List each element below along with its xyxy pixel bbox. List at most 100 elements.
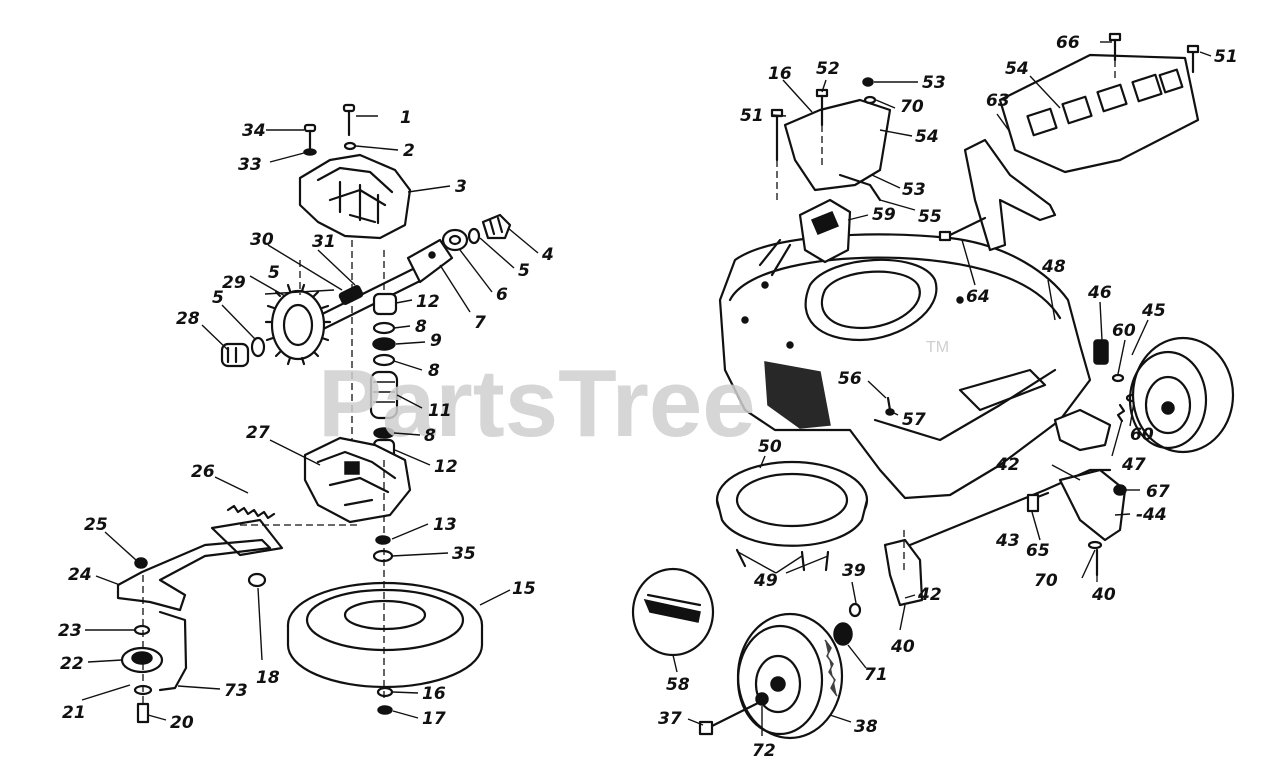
drive-gear-part-29 [264,283,332,366]
callout-17: 17 [422,709,446,729]
callout-16-right: 16 [768,64,792,84]
callout-13: 13 [433,515,457,535]
callout-55: 55 [918,207,942,227]
callout-51-right: 51 [1214,47,1238,67]
bolt-part-34 [303,123,317,150]
callout-45: 45 [1141,301,1166,321]
callout-43: 43 [995,531,1020,551]
callout-57: 57 [902,410,926,430]
rod-part-55 [838,173,882,202]
callout-71: 71 [864,665,888,685]
callout-72: 72 [752,741,776,761]
callout-8-top: 8 [415,317,427,337]
callout-48: 48 [1041,257,1066,277]
bolt-part-51-left [770,108,784,162]
nut-part-2 [343,141,357,151]
callout-70-top: 70 [900,97,924,117]
callout-53-top: 53 [922,73,946,93]
callout-27: 27 [246,423,270,443]
callout-18: 18 [256,668,280,688]
washer-part-35 [372,549,394,563]
callout-59: 59 [872,205,896,225]
callout-26: 26 [191,462,215,482]
handle-cover-part-54-upper [998,53,1200,174]
callout-31: 31 [312,232,336,252]
callout-54-upper: 54 [1005,59,1029,79]
callout-70-bottom: 70 [1034,571,1058,591]
callout-38: 38 [854,717,878,737]
callout-2: 2 [403,141,415,161]
washer-part-39 [848,602,862,618]
lower-gear-housing-part-27 [303,436,412,524]
handle-bracket-part-63 [963,138,1057,252]
callout-29: 29 [222,273,246,293]
bolt-part-66 [1108,32,1122,62]
leader-lines [81,41,1212,736]
callout-15: 15 [512,579,536,599]
watermark-trademark: TM [926,339,949,356]
nut-part-53-top [862,77,874,87]
washer-part-70-top [863,95,877,105]
callout-44: -44 [1136,505,1167,525]
callout-8-bottom: 8 [424,426,436,446]
washer-part-33 [303,148,317,156]
spring-part-26 [226,504,276,520]
spring-part-47 [1116,403,1126,423]
bolt-part-57 [885,396,895,416]
callout-5-right: 5 [518,261,530,281]
front-wheel-part-38 [736,612,844,740]
callout-53-bottom: 53 [902,180,926,200]
callout-12-upper: 12 [416,292,440,312]
callout-12-lower: 12 [434,457,458,477]
callout-22: 22 [60,654,84,674]
worm-gear-part-11 [369,370,399,420]
callout-21: 21 [62,703,86,723]
upper-gear-housing-part-3 [298,153,412,240]
callout-46: 46 [1087,283,1112,303]
callout-11: 11 [428,401,452,421]
drive-pulley-part-15 [286,581,484,689]
callout-24: 24 [68,565,92,585]
callout-51-left: 51 [740,106,764,126]
washer-part-13 [375,535,391,545]
hubcap-part-58 [631,567,715,657]
callout-40-right: 40 [1091,585,1116,605]
height-adjuster-part-46 [1093,339,1109,365]
callout-28: 28 [176,309,200,329]
callout-3: 3 [455,177,467,197]
callout-65: 65 [1026,541,1050,561]
bushing-part-12-upper [372,292,398,316]
rear-axle-assembly [883,408,1127,607]
screws-part-49 [735,548,830,572]
nut-part-67 [1113,484,1127,496]
callout-66: 66 [1056,33,1080,53]
callout-54-lower: 54 [915,127,939,147]
bolt-part-51-right [1186,44,1200,74]
washer-part-72 [755,692,769,706]
idler-arm-part-24 [116,518,284,692]
callout-7: 7 [474,313,486,333]
spacer-part-65 [1026,493,1040,513]
washer-part-16-left [376,686,394,698]
bushing-part-28 [220,342,250,368]
knob-part-4 [481,213,512,240]
callout-4: 4 [541,245,554,265]
callout-60-upper: 60 [1112,321,1136,341]
callout-52: 52 [816,59,840,79]
transmission-assembly [116,103,512,724]
rear-wheel-upper [1128,336,1235,454]
callout-23: 23 [58,621,82,641]
callout-47: 47 [1121,455,1146,475]
washer-part-8-top [372,321,396,335]
handle-cover-part-54-lower [783,98,892,192]
callout-35: 35 [452,544,476,564]
callout-5-middle: 5 [268,263,280,283]
deflector-ring-part-50 [715,460,869,547]
bushing-part-6 [441,228,469,252]
callout-1: 1 [400,108,412,128]
callout-73: 73 [224,681,248,701]
callout-16-left: 16 [422,684,446,704]
callout-42-upper: 42 [995,455,1020,475]
callout-67: 67 [1146,482,1170,502]
engine-mount-part-59 [798,198,852,264]
